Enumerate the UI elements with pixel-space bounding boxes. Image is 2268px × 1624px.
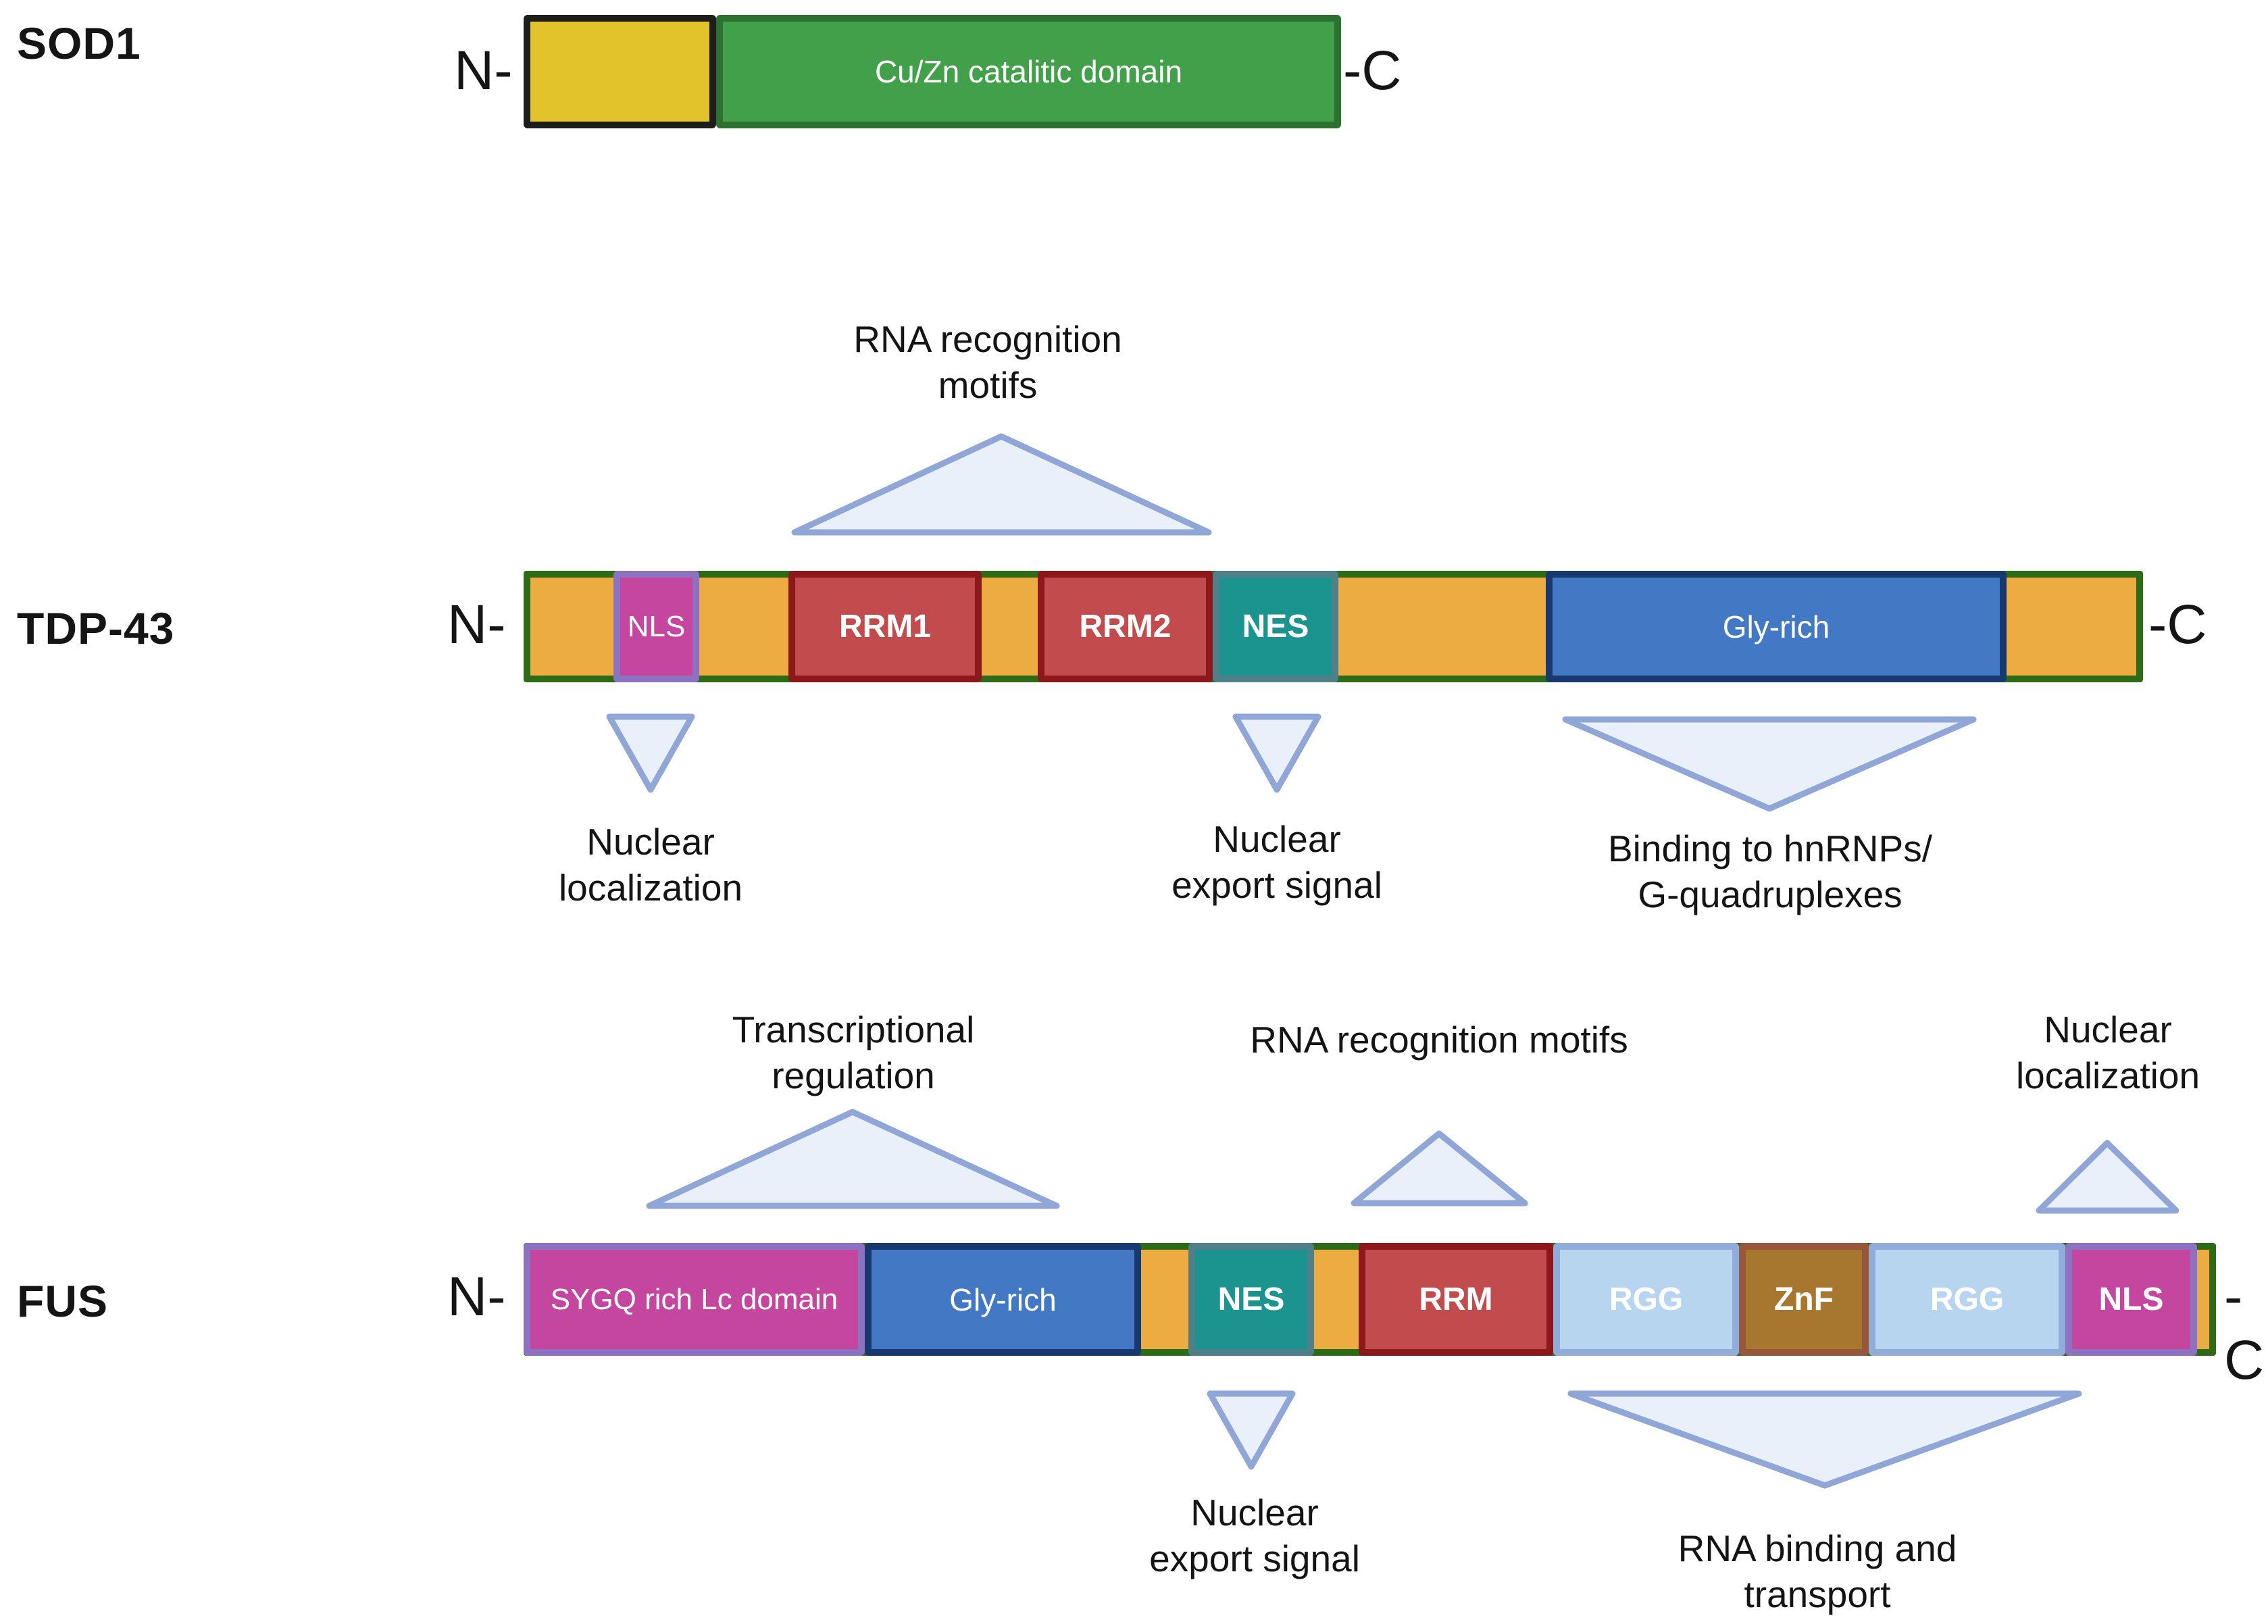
tdp43-rrm2-domain: RRM2 xyxy=(1038,571,1213,682)
annotation-line: Transcriptional xyxy=(732,1009,975,1050)
annotation-line: motifs xyxy=(938,364,1038,406)
pointer-triangle-down-icon xyxy=(606,713,695,793)
sod1-n-terminal-segment xyxy=(524,15,716,128)
annotation-rna-recognition-motifs-fus: RNA recognition motifs xyxy=(1189,1017,1689,1063)
fus-nls-domain: NLS xyxy=(2065,1243,2197,1356)
fus-rrm-domain: RRM xyxy=(1359,1243,1553,1356)
c-terminus-label: -C xyxy=(1343,40,1402,101)
bracket-triangle-up-icon xyxy=(2036,1140,2179,1214)
fus-rgg2-domain: RGG xyxy=(1869,1243,2065,1356)
annotation-line: Nuclear xyxy=(2044,1009,2172,1050)
annotation-rna-binding-transport: RNA binding and transport xyxy=(1574,1525,2061,1617)
annotation-line: localization xyxy=(558,867,743,909)
annotation-line: RNA recognition xyxy=(853,318,1122,360)
annotation-line: Nuclear xyxy=(1190,1492,1319,1533)
sod1-domain-bar: Cu/Zn catalitic domain xyxy=(524,15,1341,128)
bracket-triangle-up-icon xyxy=(646,1109,1060,1209)
fus-nes-domain: NES xyxy=(1188,1243,1314,1356)
annotation-line: Nuclear xyxy=(1213,818,1341,860)
bracket-triangle-up-icon xyxy=(1351,1130,1528,1207)
bracket-triangle-down-icon xyxy=(1562,716,1977,812)
annotation-nuclear-export-signal: Nuclear export signal xyxy=(1074,816,1480,908)
annotation-line: export signal xyxy=(1149,1538,1360,1579)
pointer-triangle-down-icon xyxy=(1207,1390,1296,1470)
annotation-line: transport xyxy=(1744,1573,1891,1615)
annotation-nuclear-export-signal-fus: Nuclear export signal xyxy=(1052,1490,1457,1581)
annotation-line: RNA recognition motifs xyxy=(1250,1019,1628,1061)
tdp43-nls-domain: NLS xyxy=(613,571,699,682)
c-terminus-label: -C xyxy=(2148,594,2207,655)
tdp43-rrm1-domain: RRM1 xyxy=(788,571,982,682)
tdp43-domain-bar: NLS RRM1 RRM2 NES Gly-rich xyxy=(524,571,2143,682)
n-terminus-label: N- xyxy=(447,1266,506,1327)
bracket-triangle-up-icon xyxy=(791,433,1212,536)
fus-domain-bar: SYGQ rich Lc domain Gly-rich NES RRM RGG… xyxy=(524,1243,2216,1356)
annotation-nuclear-localization-fus: Nuclear localization xyxy=(1952,1007,2263,1098)
annotation-rna-recognition-motifs: RNA recognition motifs xyxy=(751,316,1224,408)
annotation-transcriptional-regulation: Transcriptional regulation xyxy=(617,1007,1090,1098)
protein-label-tdp43: TDP-43 xyxy=(17,603,175,653)
bracket-triangle-down-icon xyxy=(1567,1390,2082,1489)
pointer-triangle-down-icon xyxy=(1232,713,1321,793)
annotation-line: export signal xyxy=(1171,864,1382,906)
protein-label-sod1: SOD1 xyxy=(17,18,141,68)
tdp43-nes-domain: NES xyxy=(1213,571,1338,682)
c-terminus-label: -C xyxy=(2224,1266,2265,1391)
annotation-line: Binding to hnRNPs/ xyxy=(1608,828,1932,869)
n-terminus-label: N- xyxy=(454,40,513,101)
fus-znf-domain: ZnF xyxy=(1739,1243,1869,1356)
fus-glyrich-domain: Gly-rich xyxy=(865,1243,1141,1356)
sod1-cuzn-catalytic-domain: Cu/Zn catalitic domain xyxy=(716,15,1341,128)
fus-sygq-domain: SYGQ rich Lc domain xyxy=(524,1243,865,1356)
protein-label-fus: FUS xyxy=(17,1276,108,1326)
annotation-binding-hnrnps: Binding to hnRNPs/ G-quadruplexes xyxy=(1527,826,2013,917)
annotation-line: Nuclear xyxy=(586,821,715,863)
n-terminus-label: N- xyxy=(447,594,506,655)
tdp43-glyrich-domain: Gly-rich xyxy=(1546,571,2007,682)
fus-rgg1-domain: RGG xyxy=(1553,1243,1739,1356)
annotation-nuclear-localization: Nuclear localization xyxy=(448,819,853,911)
annotation-line: RNA binding and xyxy=(1678,1527,1957,1569)
annotation-line: G-quadruplexes xyxy=(1638,873,1902,915)
annotation-line: localization xyxy=(2015,1055,2200,1096)
annotation-line: regulation xyxy=(772,1055,935,1096)
